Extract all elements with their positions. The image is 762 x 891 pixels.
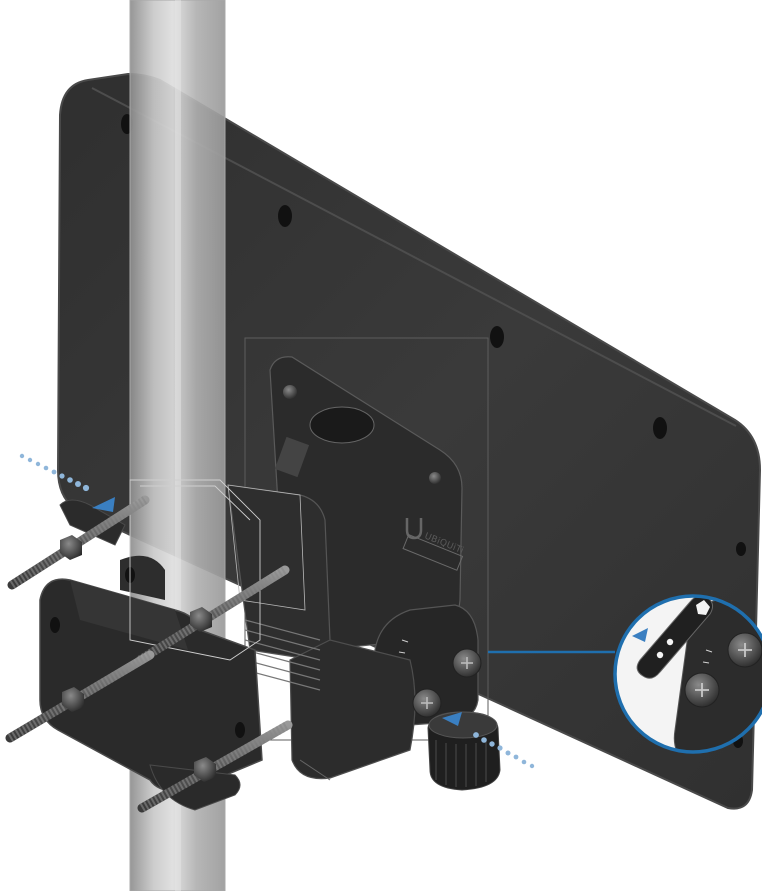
weatherproof-connector	[428, 712, 500, 790]
